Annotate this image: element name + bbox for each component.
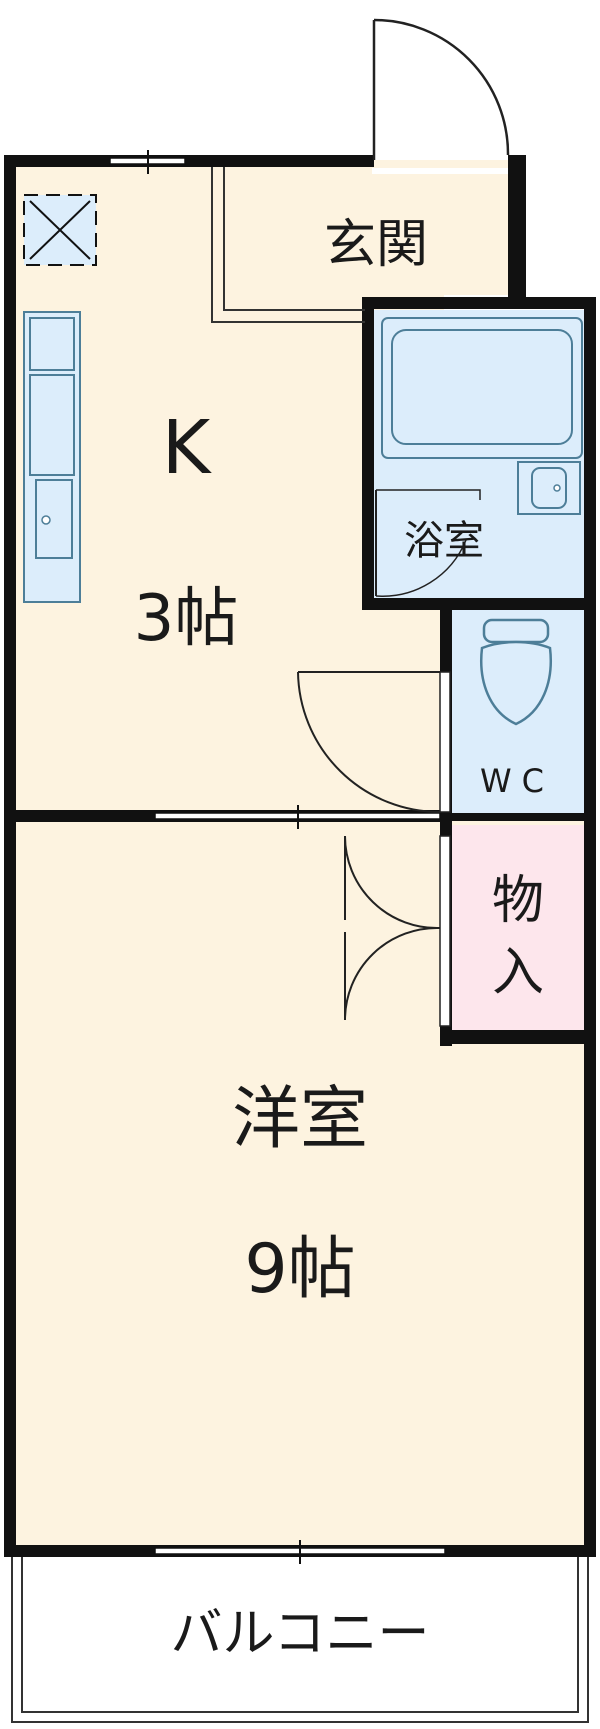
western-room-label: 洋室 [232, 1080, 368, 1159]
storage-label-1: 物 [492, 871, 544, 931]
bath-door[interactable] [375, 489, 481, 597]
western-room-size: 9帖 [244, 1230, 355, 1309]
storage-label-2: 入 [492, 943, 544, 1003]
storage-doors[interactable] [344, 835, 451, 1027]
storage-floor [452, 825, 584, 1030]
entrance-floor [200, 160, 518, 295]
kitchen-counter [23, 311, 81, 603]
kitchen-size: 3帖 [134, 582, 239, 656]
washbasin [517, 461, 581, 515]
walls [4, 155, 596, 1557]
windows [109, 150, 508, 1564]
bathtub [381, 317, 583, 459]
faucet-icon [553, 484, 561, 492]
front-door[interactable] [372, 18, 510, 160]
sink-drain-icon [41, 515, 51, 525]
toilet-door[interactable] [297, 671, 451, 813]
toilet-label: WC [480, 762, 554, 800]
ventilation-fan-icon [23, 194, 97, 266]
entrance-label: 玄関 [324, 215, 428, 275]
balcony-railing [11, 1557, 589, 1723]
kitchen-label: K [162, 405, 213, 491]
entrance-partition [211, 167, 365, 323]
bath-label: 浴室 [404, 518, 484, 564]
balcony-label: バルコニー [171, 1604, 430, 1664]
toilet-icon [480, 618, 552, 726]
